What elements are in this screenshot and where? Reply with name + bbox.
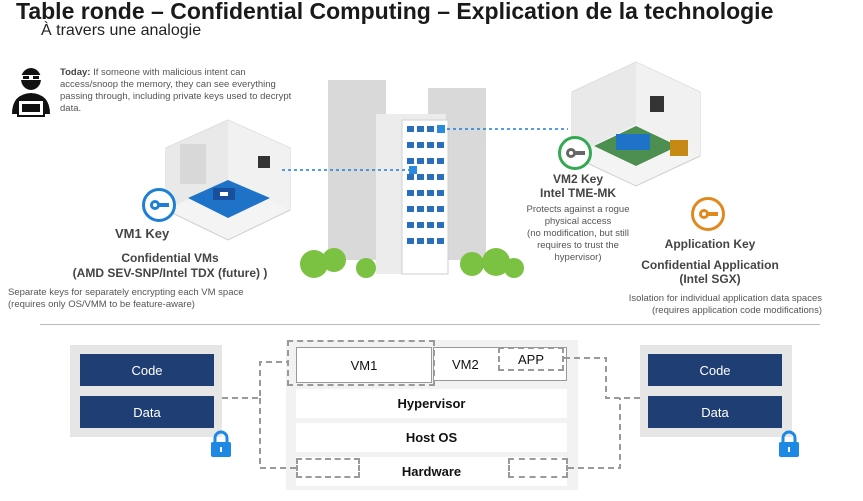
vm2-desc-line2: physical access: [544, 216, 612, 227]
vm2-desc: Protects against a rogue physical access…: [500, 204, 656, 264]
vm1-key-badge: [142, 188, 176, 222]
today-text: If someone with malicious intent can acc…: [60, 67, 292, 114]
app-encryption-boundary: [498, 347, 564, 371]
left-lock-icon: [211, 430, 231, 457]
vm2-desc-line3: (no modification, but still: [527, 228, 629, 239]
vm1-encryption-boundary: [287, 340, 435, 386]
vm2-desc-line5: hypervisor): [554, 252, 602, 263]
app-desc-line2: (requires application code modifications…: [651, 305, 822, 316]
vm1-room-illustration: [165, 119, 291, 241]
vm2-tech: Intel TME-MK: [540, 186, 616, 200]
hardware-right-boundary: [508, 458, 568, 478]
vm2-desc-line1: Protects against a rogue: [526, 204, 630, 215]
vm1-desc-line2: (requires only OS/VMM to be feature-awar…: [8, 299, 195, 310]
vm1-layer: VM1: [296, 347, 432, 383]
hardware-layer: Hardware: [296, 457, 567, 486]
right-lock-icon: [779, 430, 799, 457]
hacker-icon: [12, 68, 50, 117]
hardware-left-boundary: [296, 458, 360, 478]
app-layer: APP: [500, 349, 562, 369]
hypervisor-layer: Hypervisor: [296, 389, 567, 418]
key-icon: [699, 209, 718, 219]
vm2-room-illustration: [571, 61, 701, 187]
today-label: Today:: [60, 67, 91, 78]
datacenter-building-illustration: [300, 80, 524, 278]
host-os-layer: Host OS: [296, 423, 567, 452]
vm2-key-badge: [558, 136, 592, 170]
key-icon: [566, 148, 585, 158]
vm1-desc-line1: Separate keys for separately encrypting …: [8, 287, 244, 298]
vm2-desc-line4: requires to trust the: [537, 240, 619, 251]
today-note: Today: If someone with malicious intent …: [60, 67, 300, 115]
key-icon: [150, 200, 169, 210]
app-desc-line1: Isolation for individual application dat…: [628, 293, 822, 304]
right-code-block: Code: [648, 354, 782, 386]
left-data-block: Data: [80, 396, 214, 428]
page-subtitle: À travers une analogie: [41, 22, 202, 39]
vm2-layer-label: VM2: [452, 356, 479, 372]
right-data-block: Data: [648, 396, 782, 428]
vm1-heading: Confidential VMs: [121, 251, 219, 265]
vm1-subheading: (AMD SEV-SNP/Intel TDX (future) ): [72, 266, 268, 280]
app-subheading: (Intel SGX): [679, 272, 741, 286]
app-key-badge: [691, 197, 725, 231]
page-title: Table ronde – Confidential Computing – E…: [16, 0, 774, 24]
vm2-key-label: VM2 Key: [552, 172, 604, 186]
left-code-block: Code: [80, 354, 214, 386]
app-key-label: Application Key: [664, 237, 756, 251]
section-divider: [40, 324, 820, 325]
app-heading: Confidential Application: [641, 258, 779, 272]
vm1-key-label: VM1 Key: [115, 226, 170, 241]
